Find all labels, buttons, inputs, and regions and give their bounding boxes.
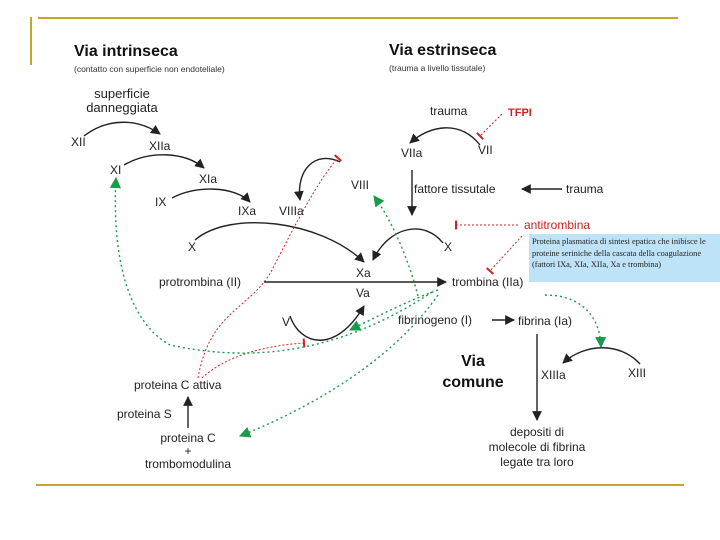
antithrombin-label: antitrombina bbox=[524, 218, 590, 232]
arrow-viii-to-viiia bbox=[293, 157, 341, 201]
antithrombin-description-note: Proteina plasmatica di sintesi epatica c… bbox=[529, 234, 720, 282]
factor-viia-label: VIIa bbox=[401, 146, 423, 160]
trauma-top-label: trauma bbox=[430, 104, 468, 118]
factor-vii-label: VII bbox=[478, 143, 493, 157]
arrow-ix-to-ixa bbox=[171, 188, 251, 203]
arrow-x-to-xa bbox=[194, 221, 365, 263]
arrow-vii-to-viia bbox=[409, 127, 481, 146]
protein-c-label: proteina C bbox=[160, 431, 216, 445]
factor-ix-label: IX bbox=[155, 195, 166, 209]
left-frame-line bbox=[30, 17, 32, 65]
fibrinogen-label: fibrinogeno (I) bbox=[398, 313, 472, 327]
factor-viiia-label: VIIIa bbox=[279, 204, 304, 218]
tissue-factor-label: fattore tissutale bbox=[414, 182, 496, 196]
factor-x-left-label: X bbox=[188, 240, 196, 254]
arrow-v-to-va bbox=[289, 305, 365, 341]
protein-c-inhibits-viiia bbox=[197, 154, 342, 379]
top-frame-line bbox=[38, 17, 678, 19]
factor-v-label: V bbox=[282, 315, 290, 329]
protein-s-label: proteina S bbox=[117, 407, 172, 421]
thrombin-label: trombina (IIa) bbox=[452, 275, 523, 289]
extrinsic-pathway-subtitle: (trauma a livello tissutale) bbox=[389, 63, 486, 73]
plus-sign: + bbox=[184, 444, 191, 458]
trauma-right-label: trauma bbox=[566, 182, 604, 196]
thrombin-activates-v bbox=[348, 289, 439, 331]
thrombin-activates-protein-c bbox=[238, 294, 439, 438]
factor-ixa-label: IXa bbox=[238, 204, 256, 218]
prothrombin-label: protrombina (II) bbox=[159, 275, 241, 289]
common-pathway-title-line1: Via bbox=[461, 353, 485, 370]
factor-xii-label: XII bbox=[71, 135, 86, 149]
arrow-xii-to-xiia bbox=[83, 121, 161, 137]
protein-c-inhibits-va bbox=[201, 338, 306, 379]
thrombomodulin-label: trombomodulina bbox=[145, 457, 231, 471]
tfpi-inhibition-line bbox=[476, 113, 503, 140]
thrombin-activates-xiii bbox=[544, 294, 607, 349]
factor-va-label: Va bbox=[356, 286, 370, 300]
common-pathway-title-line2: comune bbox=[442, 374, 503, 391]
bottom-frame-line bbox=[36, 484, 684, 486]
fibrin-label: fibrina (Ia) bbox=[518, 314, 572, 328]
factor-xi-label: XI bbox=[110, 163, 121, 177]
deposits-label-line1: depositi di bbox=[510, 425, 564, 439]
factor-x-right-label: X bbox=[444, 240, 452, 254]
intrinsic-pathway-title: Via intrinseca bbox=[74, 43, 178, 60]
arrow-xiii-to-xiiia bbox=[562, 347, 641, 365]
arrow-xi-to-xia bbox=[123, 154, 205, 169]
deposits-label-line2: molecole di fibrina bbox=[489, 440, 586, 454]
active-protein-c-label: proteina C attiva bbox=[134, 378, 222, 392]
extrinsic-pathway-title: Via estrinseca bbox=[389, 42, 496, 59]
factor-xa-label: Xa bbox=[356, 266, 371, 280]
factor-xiiia-label: XIIIa bbox=[541, 368, 566, 382]
factor-xia-label: XIa bbox=[199, 172, 217, 186]
antithrombin-to-thrombin-inhibition bbox=[486, 235, 523, 275]
intrinsic-pathway-subtitle: (contatto con superficie non endoteliale… bbox=[74, 64, 225, 74]
factor-xiia-label: XIIa bbox=[149, 139, 171, 153]
damaged-surface-label-line2: danneggiata bbox=[86, 100, 158, 115]
tfpi-label: TFPI bbox=[508, 107, 532, 119]
deposits-label-line3: legate tra loro bbox=[500, 455, 574, 469]
factor-xiii-label: XIII bbox=[628, 366, 646, 380]
damaged-surface-label-line1: superficie bbox=[94, 86, 150, 101]
thrombin-activates-viii bbox=[373, 195, 419, 297]
arrow-x-right-to-xa bbox=[372, 228, 444, 261]
factor-viii-label: VIII bbox=[351, 178, 369, 192]
